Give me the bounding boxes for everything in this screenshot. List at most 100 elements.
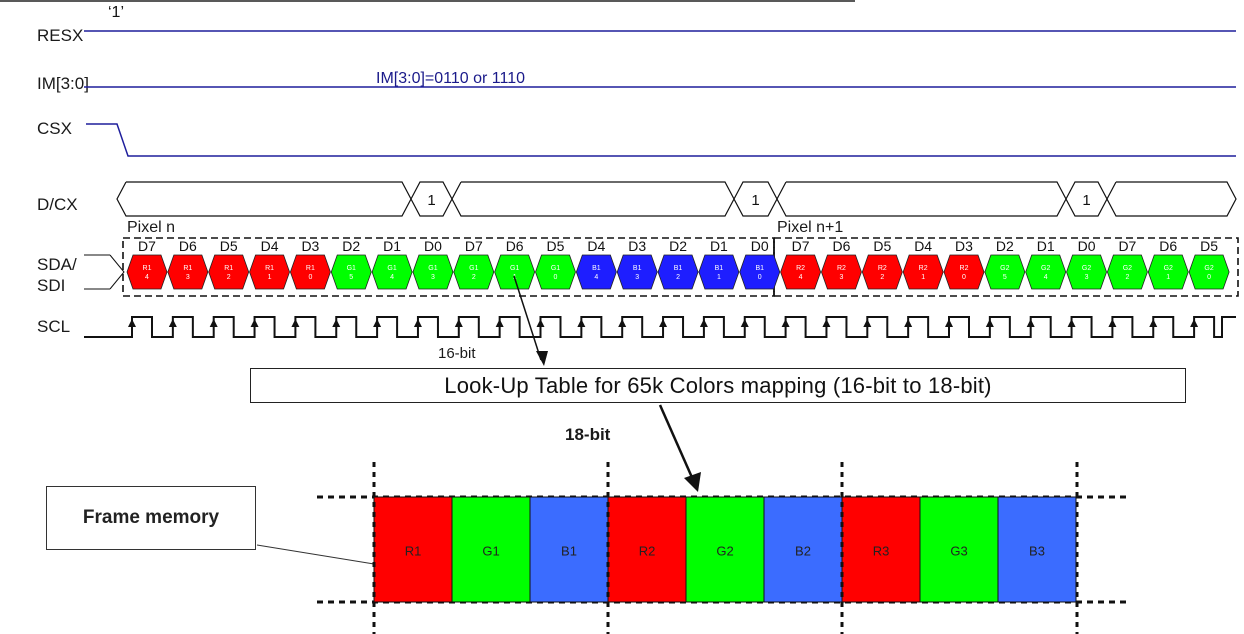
sda-cell-label: G2 <box>1164 265 1173 272</box>
pixel-n1-label: Pixel n+1 <box>777 219 844 236</box>
sda-cell-index: 3 <box>1085 274 1089 281</box>
sda-cell-label: B1 <box>674 265 683 272</box>
memory-cell-label: G1 <box>482 544 499 559</box>
dcx-marker <box>1065 181 1108 217</box>
sda-cell-index: 1 <box>717 274 721 281</box>
bit-label: D4 <box>914 238 932 254</box>
bit-label: D0 <box>424 238 442 254</box>
sda-cell-index: 2 <box>1125 274 1129 281</box>
sda-cell-label: R2 <box>878 265 887 272</box>
sda-cell-label: B1 <box>715 265 724 272</box>
sda-cell-label: G1 <box>469 265 478 272</box>
sda-cell-index: 4 <box>145 274 149 281</box>
dcx-segment <box>1106 181 1237 217</box>
dcx-marker-label: 1 <box>427 192 435 209</box>
memory-cell-label: B1 <box>561 544 577 559</box>
frame-memory-box: Frame memory <box>46 486 256 550</box>
sda-lead-join <box>109 254 125 290</box>
sda-cell <box>126 254 168 290</box>
dcx-segment <box>776 181 1067 217</box>
bit-label: D5 <box>547 238 565 254</box>
sda-cell <box>821 254 862 290</box>
memory-cell-label: R1 <box>405 544 422 559</box>
sda-cell <box>289 254 331 290</box>
im-value: IM[3:0]=0110 or 1110 <box>376 70 525 87</box>
bit-label: D6 <box>506 238 524 254</box>
bit-label: D5 <box>873 238 891 254</box>
bit-label: D2 <box>996 238 1014 254</box>
bit-label: D7 <box>465 238 483 254</box>
sda-cell-index: 0 <box>758 274 762 281</box>
memory-cell <box>997 496 1077 603</box>
sda-cell-index: 2 <box>880 274 884 281</box>
dcx-segment <box>116 181 412 217</box>
sda-cell <box>1066 254 1107 290</box>
sda-cell-index: 0 <box>308 274 312 281</box>
pixel-n-frame <box>122 237 775 297</box>
sda-cell <box>371 254 413 290</box>
sda-cell-label: G2 <box>1204 265 1213 272</box>
bit-label: D7 <box>1118 238 1136 254</box>
label-18bit: 18-bit <box>565 425 611 444</box>
sda-cell-label: G1 <box>510 265 519 272</box>
bit-label: D5 <box>220 238 238 254</box>
sda-cell-index: 4 <box>1044 274 1048 281</box>
scl-label: SCL <box>37 317 71 336</box>
sda-cell-label: B1 <box>755 265 764 272</box>
sda-cell-label: G2 <box>1123 265 1132 272</box>
sda-cell <box>616 254 658 290</box>
resx-label: RESX <box>37 26 84 45</box>
dcx-marker <box>410 181 453 217</box>
sda-cell <box>208 254 250 290</box>
sda-cell <box>780 254 822 290</box>
memory-cell <box>607 496 687 603</box>
arrow-18bit-head <box>684 472 701 492</box>
sda-cell-label: R2 <box>837 265 846 272</box>
bit-label: D0 <box>751 238 769 254</box>
memory-cell <box>685 496 765 603</box>
sda-cell-index: 3 <box>839 274 843 281</box>
memory-cell <box>841 496 921 603</box>
sda-cell-index: 0 <box>962 274 966 281</box>
scl-wave <box>84 316 1236 338</box>
csx-line <box>86 123 1236 157</box>
sda-cell <box>1025 254 1067 290</box>
sda-cell-label: G1 <box>551 265 560 272</box>
bit-label: D7 <box>138 238 156 254</box>
sda-cell-index: 4 <box>390 274 394 281</box>
memory-cell <box>529 496 609 603</box>
sda-cell-label: R2 <box>796 265 805 272</box>
memory-dividers <box>372 462 1079 634</box>
bit-label: D6 <box>1159 238 1177 254</box>
bit-label: D1 <box>710 238 728 254</box>
sda-cell-index: 1 <box>268 274 272 281</box>
sda-cell <box>575 254 617 290</box>
dcx-segment <box>451 181 735 217</box>
sda-cell <box>902 254 944 290</box>
bit-label: D3 <box>301 238 319 254</box>
memory-cell-label: R2 <box>639 544 656 559</box>
sda-cell <box>657 254 699 290</box>
sda-cell <box>330 254 372 290</box>
bit-label: D4 <box>587 238 605 254</box>
im-label: IM[3:0] <box>37 74 89 93</box>
bit-label: D6 <box>832 238 850 254</box>
dcx-label: D/CX <box>37 195 78 214</box>
bit-label: D3 <box>955 238 973 254</box>
bit-label: D1 <box>383 238 401 254</box>
sda-cell-label: G1 <box>347 265 356 272</box>
arrow-18bit-line <box>658 404 696 483</box>
sda-cell <box>1147 254 1189 290</box>
sda-cell <box>861 254 903 290</box>
sda-cell-index: 0 <box>1207 274 1211 281</box>
dcx-marker-label: 1 <box>1082 192 1090 209</box>
memory-cell-label: G3 <box>950 544 967 559</box>
sda-cell <box>698 254 740 290</box>
sda-cell-index: 5 <box>1003 274 1007 281</box>
memory-cell-label: R3 <box>873 544 890 559</box>
sda-cell-index: 3 <box>186 274 190 281</box>
bit-label: D2 <box>342 238 360 254</box>
frame-memory-connector <box>256 544 375 565</box>
